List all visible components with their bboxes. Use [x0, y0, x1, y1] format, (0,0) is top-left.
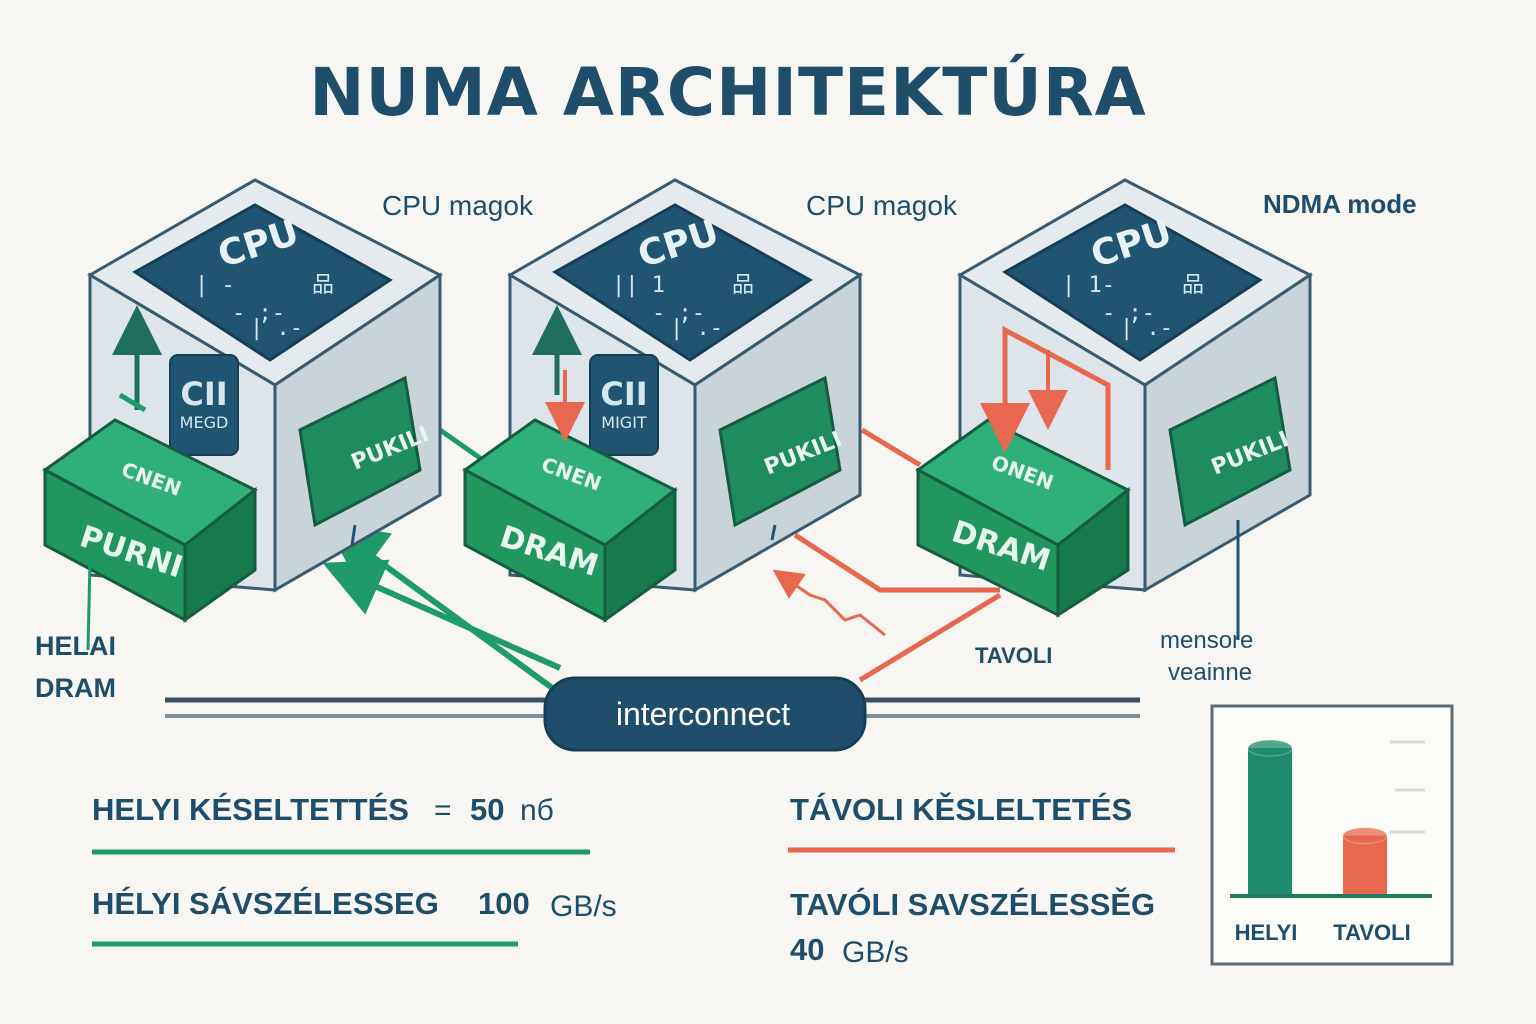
page-title: NUMA ARCHITEKTÚRA [309, 54, 1146, 131]
chart-category-label-helyi: HELYI [1235, 920, 1298, 945]
remote-latency-label: TÁVOLI KĚSLELTETÉS [790, 791, 1132, 827]
remote-stats: TÁVOLI KĚSLELTETÉS TAVÓLI SAVSZÉLESSĚG 4… [788, 791, 1175, 969]
cpu-core-3: | .- [1120, 316, 1173, 341]
cpu-chip [132, 203, 393, 362]
cache-sub: MIGIT [601, 413, 647, 432]
numa-node-1: CPU | - - ;- | .- 品 CII MEGD PUKILI CNEN… [42, 178, 443, 651]
cpu-core-2: - ;- [232, 301, 285, 326]
local-latency-label: HELYI KÉSELTETTÉS [92, 792, 409, 827]
local-bandwidth-unit: GB/s [550, 890, 617, 923]
chart-decoration [1390, 740, 1425, 834]
cache-label: CII [180, 375, 227, 413]
local-dram-label-line2: DRAM [35, 673, 116, 703]
local-latency-eq: = [434, 794, 452, 827]
numa-node-2: CPU || 1 - ;- | .- 品 CII MIGIT PUKILI CN… [462, 178, 863, 623]
chart-bar-helyi [1248, 748, 1292, 894]
cpu-core-2: - ;- [652, 301, 705, 326]
remote-label: TAVOLI [975, 643, 1052, 668]
node2-top-label: CPU magok [806, 190, 958, 221]
cpu-core-3: | .- [250, 316, 303, 341]
cache-sub: MEGD [180, 413, 229, 432]
cpu-core-4: 品 [732, 273, 754, 298]
node1-top-label: CPU magok [382, 190, 534, 221]
chart-category-label-tavoli: TAVOLI [1333, 920, 1410, 945]
node3-top-label: NDMA mode [1263, 189, 1417, 219]
interconnect-label: interconnect [616, 696, 790, 732]
memory-label-line1: mensore [1160, 627, 1253, 654]
cpu-core-4: 品 [312, 273, 334, 298]
chart-bar-tavoli [1343, 835, 1387, 894]
local-dram-label-line1: HELAI [35, 631, 116, 661]
cpu-core-3: | .- [670, 316, 723, 341]
local-bandwidth-value: 100 [478, 886, 530, 921]
cpu-core-4: 品 [1182, 273, 1204, 298]
cpu-core-1: | - [195, 273, 235, 298]
cpu-core-1: || 1 [612, 273, 665, 298]
chart-bars [1247, 739, 1388, 894]
cpu-core-2: - ;- [1102, 301, 1155, 326]
interconnect-bus: interconnect [165, 676, 1140, 752]
local-latency-unit: nб [520, 794, 554, 827]
bandwidth-chart: HELYI TAVOLI [1210, 704, 1454, 966]
remote-bandwidth-value: 40 [790, 932, 824, 967]
remote-bandwidth-label: TAVÓLI SAVSZÉLESSĚG [790, 886, 1155, 922]
local-latency-value: 50 [470, 792, 504, 827]
cache-label: CII [600, 375, 647, 413]
chart-bar-cap-tavoli [1342, 827, 1388, 845]
remote-bandwidth-unit: GB/s [842, 936, 909, 969]
memory-label-line2: veainne [1168, 659, 1252, 686]
local-stats: HELYI KÉSELTETTÉS = 50 nб HÉLYI SÁVSZÉLE… [92, 792, 617, 947]
numa-node-3: CPU | 1- - ;- | .- 品 PUKILI ONEN DRAM [915, 178, 1313, 640]
interconnect-pill [543, 676, 867, 752]
cpu-core-1: | 1- [1062, 273, 1115, 298]
chart-bar-cap-helyi [1247, 739, 1293, 757]
local-bandwidth-label: HÉLYI SÁVSZÉLESSEG [92, 886, 439, 921]
remote-access-arrows [772, 427, 1002, 683]
